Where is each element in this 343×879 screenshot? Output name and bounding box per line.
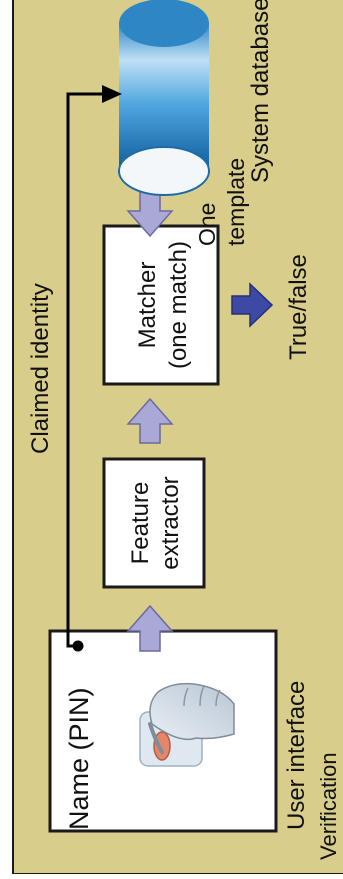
matcher-box: Matcher (one match) [102,224,220,386]
system-database-caption: System database [247,0,274,183]
diagram-content: Name (PIN) User interface Verification F… [27,0,341,860]
one-template-label-line1: One [194,203,220,246]
result-arrow [231,282,274,328]
one-template-label-line2: template [223,158,249,246]
matcher-label-line1: Matcher [134,262,161,349]
arrow-to-matcher [126,397,174,444]
claimed-identity-label: Claimed identity [27,283,54,454]
arrow-to-feature-extractor [126,604,174,652]
feature-extractor-label-line2: extractor [157,476,184,569]
matcher-label-line2: (one match) [165,241,192,369]
user-interface-caption: User interface [283,681,310,830]
claimed-identity-connector [66,85,122,652]
result-label: True/false [285,254,312,360]
feature-extractor-box: Feature extractor [102,457,206,589]
feature-extractor-label-line1: Feature [127,482,154,565]
verification-caption: Verification [316,752,341,860]
fingerprint-scanner-icon [139,682,235,767]
name-pin-label: Name (PIN) [64,687,94,830]
system-database-icon [118,0,210,196]
